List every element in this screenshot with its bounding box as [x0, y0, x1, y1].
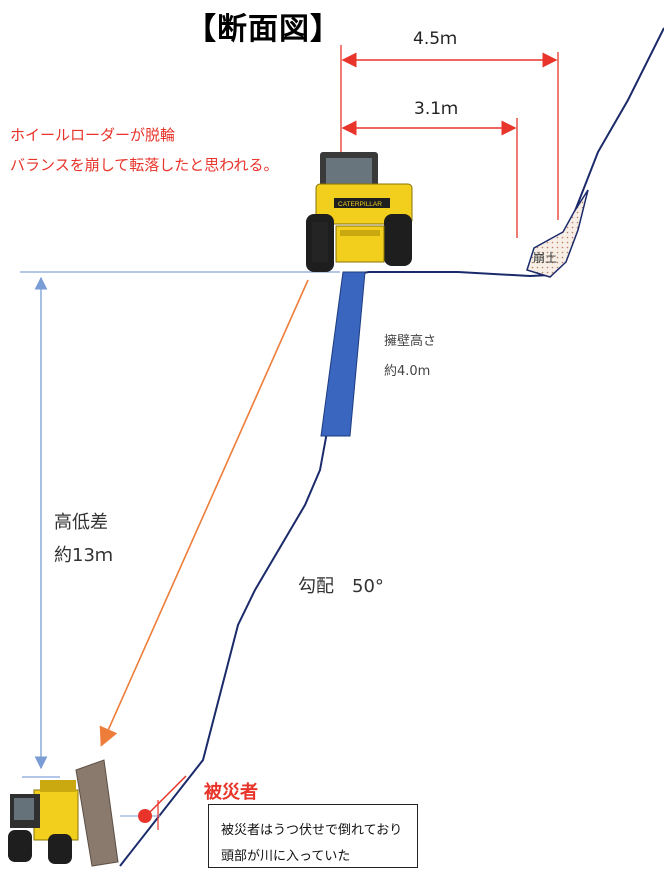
slope-label: 勾配 50°: [298, 576, 384, 597]
victim-description-line-1: 被災者はうつ伏せで倒れており: [221, 823, 403, 838]
dimension-lower-label: 3.1ｍ: [414, 99, 459, 119]
victim-pointer-line: [149, 775, 187, 813]
cause-note-line-2: バランスを崩して転落したと思われる。: [10, 156, 279, 174]
page-title: 【断面図】: [186, 12, 341, 47]
wheel-loader-fallen: [8, 759, 119, 867]
retaining-wall-height: 約4.0m: [384, 364, 431, 379]
victim-description-box: 被災者はうつ伏せで倒れており 頭部が川に入っていた: [208, 804, 418, 868]
retaining-wall: [320, 271, 366, 437]
height-difference-label: 高低差: [54, 512, 108, 533]
loader-brand-text: CATERPILLAR: [338, 201, 382, 208]
victim-description-line-2: 頭部が川に入っていた: [221, 849, 351, 864]
collapsed-soil-label: 崩土: [533, 251, 558, 265]
victim-marker: [138, 809, 152, 823]
height-difference-value: 約13ｍ: [54, 545, 113, 566]
wheel-loader-top: CATERPILLAR: [306, 152, 413, 272]
dimension-upper-label: 4.5ｍ: [413, 29, 458, 49]
cause-note-line-1: ホイールローダーが脱輪: [10, 126, 176, 144]
fall-trajectory-arrow: [99, 279, 309, 747]
victim-label: 被災者: [204, 782, 258, 803]
retaining-wall-label: 擁壁高さ: [384, 334, 437, 349]
collapsed-soil: [526, 189, 589, 278]
